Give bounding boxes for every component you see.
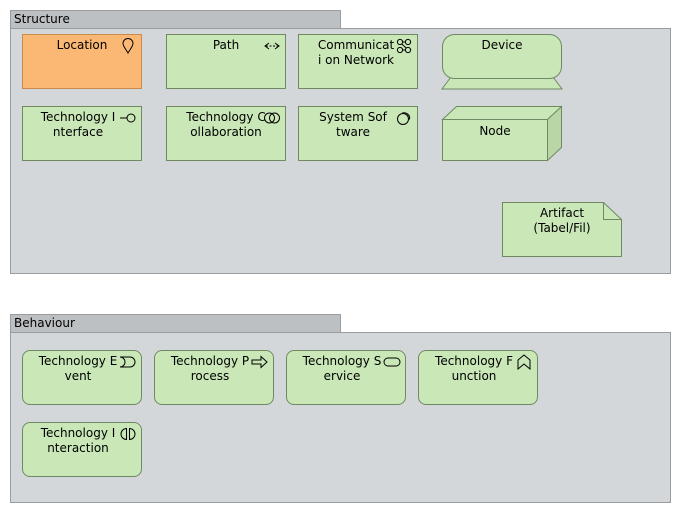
location-pin-icon	[122, 38, 134, 54]
technology-interface-label: Technology Interface	[40, 110, 116, 139]
behaviour-group-tab[interactable]: Behaviour	[10, 314, 341, 333]
node-element[interactable]	[441, 105, 564, 162]
technology-interaction-element[interactable]: Technology Interaction	[22, 422, 142, 477]
technology-collaboration-element[interactable]: Technology Collaboration	[166, 106, 286, 161]
technology-process-element[interactable]: Technology Process	[154, 350, 274, 405]
node-label: Node	[479, 124, 511, 138]
collaboration-circles-icon	[264, 112, 280, 124]
event-icon	[119, 356, 136, 368]
artifact-label: Artifact (Tabel/Fil)	[533, 206, 591, 235]
device-element[interactable]	[441, 33, 564, 90]
structure-group-title: Structure	[14, 12, 70, 26]
technology-interface-element[interactable]: Technology Interface	[22, 106, 142, 161]
path-arrows-icon	[264, 42, 280, 50]
behaviour-group-title: Behaviour	[14, 316, 75, 330]
technology-event-label: Technology Event	[38, 354, 118, 383]
communication-network-element[interactable]: Communicati on Network	[298, 34, 418, 89]
technology-collaboration-label: Technology Collaboration	[186, 110, 266, 139]
structure-group-tab[interactable]: Structure	[10, 10, 341, 29]
location-element[interactable]: Location	[22, 34, 142, 89]
communication-network-label: Communicati on Network	[317, 38, 395, 67]
path-element[interactable]: Path	[166, 34, 286, 89]
device-label: Device	[481, 38, 523, 52]
technology-function-element[interactable]: Technology Function	[418, 350, 538, 405]
system-software-element[interactable]: System Software	[298, 106, 418, 161]
technology-event-element[interactable]: Technology Event	[22, 350, 142, 405]
technology-service-label: Technology Service	[302, 354, 382, 383]
technology-service-element[interactable]: Technology Service	[286, 350, 406, 405]
artifact-element[interactable]	[501, 201, 623, 258]
location-label: Location	[56, 38, 108, 52]
system-software-label: System Software	[319, 110, 387, 139]
function-chevron-icon	[517, 354, 531, 370]
process-arrow-icon	[251, 355, 268, 369]
interaction-icon	[120, 427, 136, 441]
service-pill-icon	[383, 357, 401, 367]
network-icon	[396, 38, 412, 54]
interface-lollipop-icon	[120, 113, 136, 123]
technology-process-label: Technology Process	[170, 354, 250, 383]
technology-function-label: Technology Function	[435, 354, 513, 383]
system-software-icon	[397, 112, 411, 125]
technology-interaction-label: Technology Interaction	[40, 426, 116, 455]
path-label: Path	[212, 38, 240, 52]
